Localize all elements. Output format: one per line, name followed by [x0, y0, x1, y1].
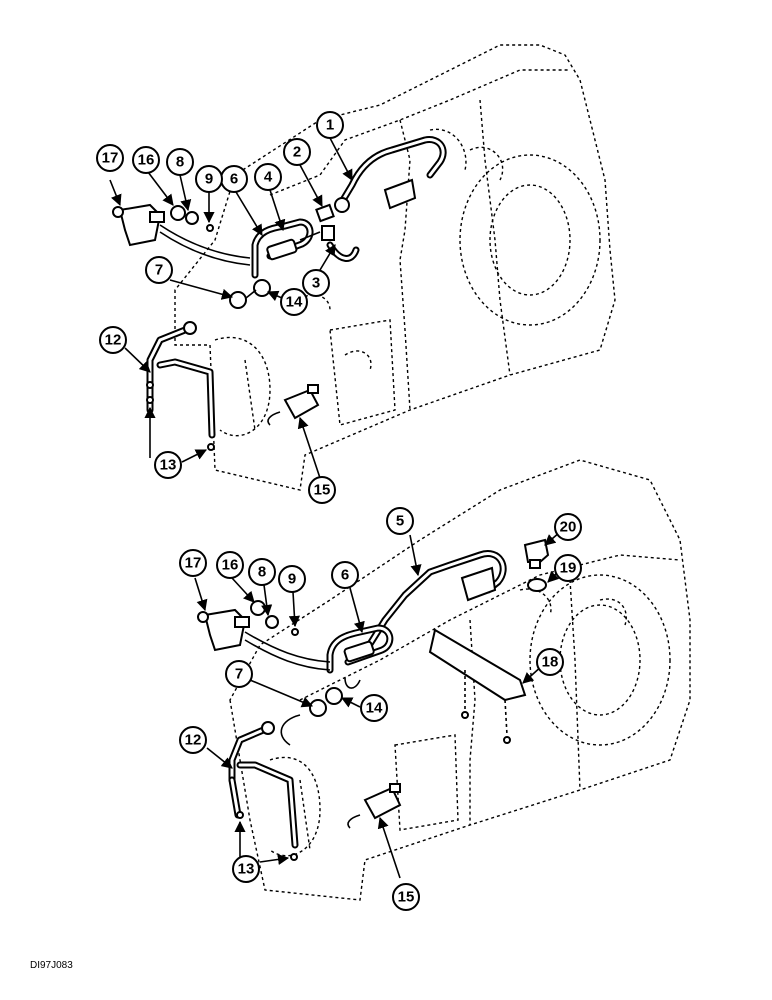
upper-valve-15 — [267, 384, 320, 426]
lower-valve-15 — [347, 783, 402, 829]
lower-nut-14 — [325, 687, 343, 705]
upper-ring-9 — [206, 224, 214, 232]
svg-text:12: 12 — [105, 332, 122, 349]
svg-text:14: 14 — [286, 294, 303, 311]
svg-text:19: 19 — [560, 560, 577, 577]
lower-callout-7: 7 — [225, 660, 253, 688]
svg-text:9: 9 — [205, 171, 213, 188]
upper-callout-7: 7 — [145, 256, 173, 284]
upper-callout-14: 14 — [280, 288, 308, 316]
svg-text:7: 7 — [235, 666, 243, 683]
svg-text:13: 13 — [160, 457, 177, 474]
svg-text:16: 16 — [222, 557, 239, 574]
svg-text:20: 20 — [560, 519, 577, 536]
svg-text:1: 1 — [326, 117, 334, 134]
upper-nut-14 — [253, 279, 271, 297]
upper-callout-9: 9 — [195, 165, 223, 193]
svg-text:6: 6 — [341, 567, 349, 584]
lower-callout-12: 12 — [179, 726, 207, 754]
svg-text:15: 15 — [398, 889, 415, 906]
upper-callout-1: 1 — [316, 111, 344, 139]
svg-text:6: 6 — [230, 171, 238, 188]
figure-code: DI97J083 — [30, 960, 73, 971]
svg-text:17: 17 — [185, 555, 202, 572]
svg-text:8: 8 — [176, 154, 184, 171]
lower-washer-19 — [527, 578, 547, 592]
upper-pipe-12 — [146, 321, 216, 451]
lower-nut-7 — [309, 699, 327, 717]
upper-callout-8: 8 — [166, 148, 194, 176]
lower-pipe-6 — [326, 624, 394, 689]
svg-text:16: 16 — [138, 152, 155, 169]
upper-callout-15: 15 — [308, 476, 336, 504]
lower-ring-9 — [291, 628, 299, 636]
upper-housing-outline — [174, 44, 616, 491]
upper-assembly: 1 2 3 4 6 7 8 9 12 13 14 15 16 17 — [96, 44, 616, 504]
upper-callout-13: 13 — [154, 451, 182, 479]
svg-text:8: 8 — [258, 564, 266, 581]
lower-bracket-18 — [428, 628, 527, 744]
lower-callout-18: 18 — [536, 648, 564, 676]
upper-nut-7 — [229, 291, 247, 309]
lower-callout-17: 17 — [179, 549, 207, 577]
lower-pipe-5 — [361, 550, 507, 656]
upper-callout-2: 2 — [283, 138, 311, 166]
svg-text:2: 2 — [293, 144, 301, 161]
svg-text:7: 7 — [155, 262, 163, 279]
lower-callout-19: 19 — [554, 554, 582, 582]
lower-callout-15: 15 — [392, 883, 420, 911]
lower-pipe-12 — [228, 721, 299, 861]
svg-text:3: 3 — [312, 275, 320, 292]
lower-callout-13: 13 — [232, 855, 260, 883]
svg-text:13: 13 — [238, 861, 255, 878]
lower-callout-20: 20 — [554, 513, 582, 541]
svg-text:15: 15 — [314, 482, 331, 499]
svg-text:14: 14 — [366, 700, 383, 717]
lower-housing-outline — [229, 459, 691, 901]
lower-callout-6: 6 — [331, 561, 359, 589]
upper-nut-16 — [170, 205, 186, 221]
upper-callout-4: 4 — [254, 163, 282, 191]
lower-tee-17 — [197, 608, 331, 671]
svg-text:17: 17 — [102, 150, 119, 167]
lower-callout-16: 16 — [216, 551, 244, 579]
lower-callout-8: 8 — [248, 558, 276, 586]
lower-callout-5: 5 — [386, 507, 414, 535]
lower-callout-14: 14 — [360, 694, 388, 722]
svg-text:12: 12 — [185, 732, 202, 749]
lower-nut-8 — [265, 615, 279, 629]
lower-assembly: 5 6 7 8 9 12 13 14 15 16 17 18 19 20 — [179, 459, 691, 911]
upper-fittings-2-3 — [315, 203, 360, 262]
lower-plug-20 — [523, 538, 550, 569]
upper-pipe-4-6 — [251, 218, 321, 279]
upper-tee-17 — [112, 203, 251, 266]
svg-text:4: 4 — [264, 169, 273, 186]
svg-text:5: 5 — [396, 513, 404, 530]
lower-callout-9: 9 — [278, 565, 306, 593]
upper-callout-12: 12 — [99, 326, 127, 354]
upper-callout-16: 16 — [132, 146, 160, 174]
upper-callout-3: 3 — [302, 269, 330, 297]
lower-nut-16 — [250, 600, 266, 616]
upper-callout-17: 17 — [96, 144, 124, 172]
upper-nut-8 — [185, 211, 199, 225]
svg-text:9: 9 — [288, 571, 296, 588]
upper-pipe-1 — [334, 136, 447, 213]
upper-callout-6: 6 — [220, 165, 248, 193]
svg-text:18: 18 — [542, 654, 559, 671]
